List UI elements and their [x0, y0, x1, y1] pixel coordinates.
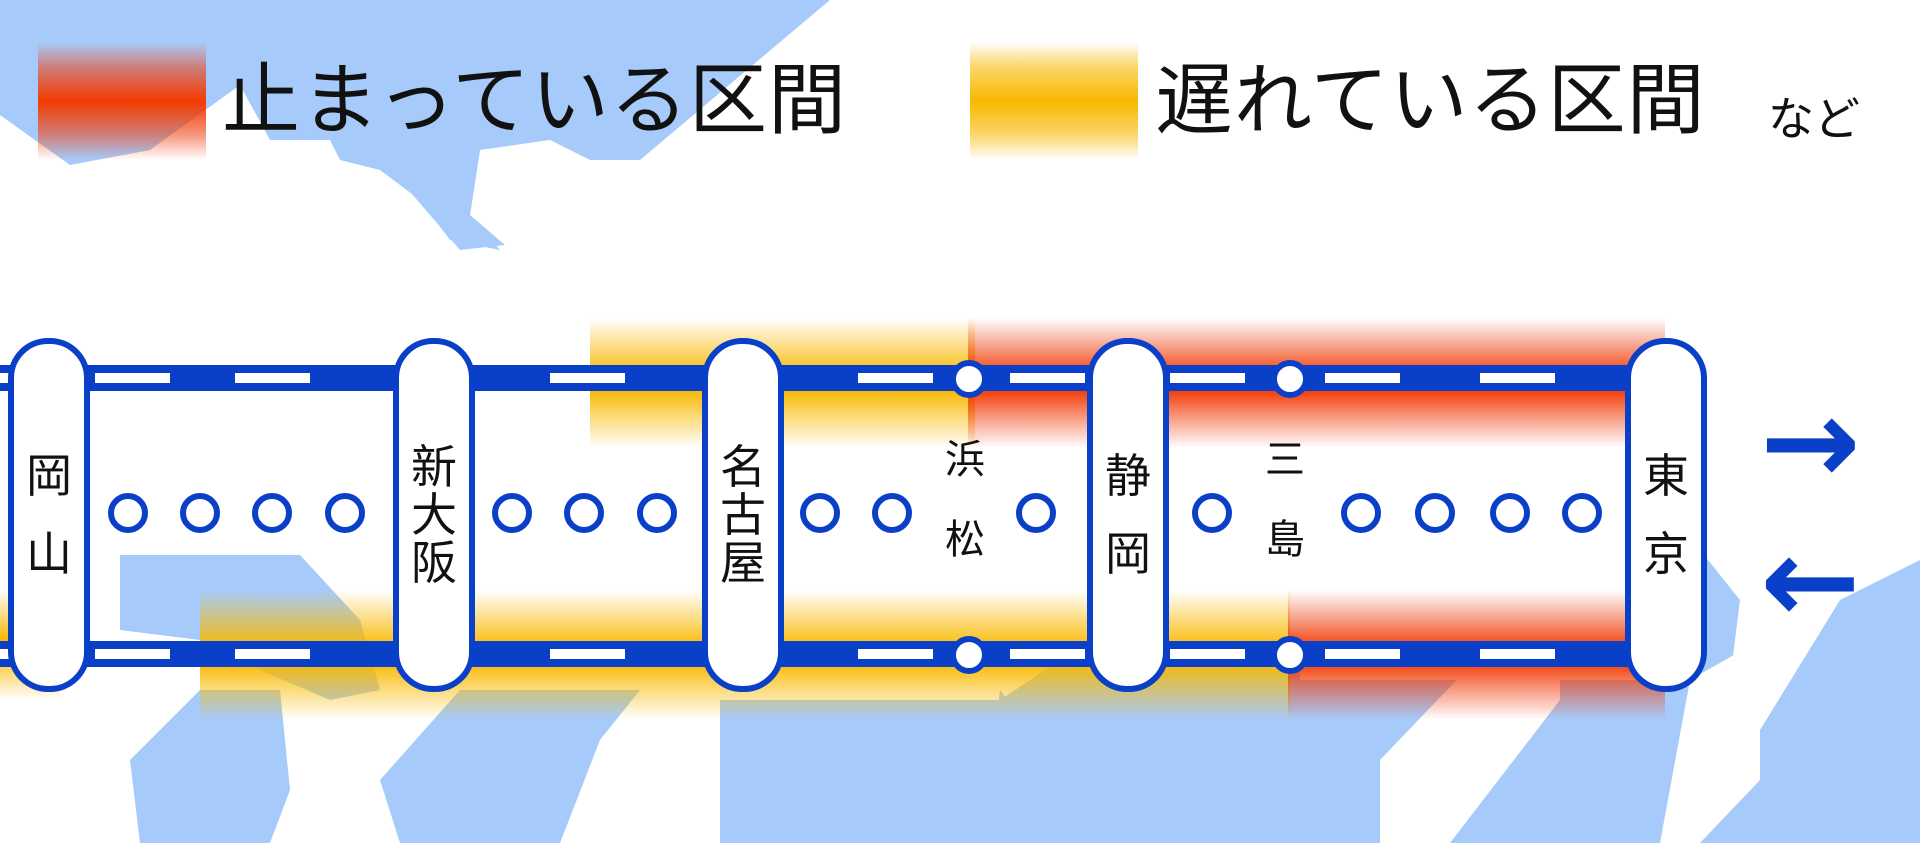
legend-stopped-label: 止まっている区間: [222, 56, 847, 146]
hamamatsu-node-bottom: [950, 636, 988, 674]
arrow-right-icon: →: [1760, 373, 1861, 512]
legend-delayed-swatch: [970, 42, 1138, 160]
intermediate-station-dot: [180, 493, 220, 533]
intermediate-station-dot: [1016, 493, 1056, 533]
station-mishima-label[interactable]: 三 島: [1265, 437, 1305, 563]
station-char: 名: [720, 439, 766, 494]
track-outbound: [0, 365, 1640, 391]
station-shin-osaka[interactable]: 新 大 阪: [393, 338, 475, 692]
station-char: 大: [411, 487, 457, 542]
legend-stopped-swatch: [38, 42, 206, 160]
intermediate-station-dot: [564, 493, 604, 533]
station-nagoya[interactable]: 名 古 屋: [702, 338, 784, 692]
station-char: 静: [1105, 448, 1151, 503]
intermediate-station-dot: [1341, 493, 1381, 533]
intermediate-station-dot: [252, 493, 292, 533]
intermediate-station-dot: [108, 493, 148, 533]
intermediate-station-dot: [1490, 493, 1530, 533]
arrow-left-icon: ←: [1760, 512, 1861, 651]
station-hamamatsu-label[interactable]: 浜 松: [945, 437, 985, 563]
station-okayama[interactable]: 岡 山: [8, 338, 90, 692]
intermediate-station-dot: [1562, 493, 1602, 533]
mishima-node-top: [1271, 360, 1309, 398]
station-char: 屋: [720, 536, 766, 591]
station-char: 京: [1643, 527, 1689, 581]
hamamatsu-node-top: [950, 360, 988, 398]
station-shizuoka[interactable]: 静 岡: [1087, 338, 1169, 692]
intermediate-station-dot: [1415, 493, 1455, 533]
intermediate-station-dot: [637, 493, 677, 533]
mishima-node-bottom: [1271, 636, 1309, 674]
station-char: 阪: [411, 536, 457, 591]
track-inbound: [0, 641, 1640, 667]
station-tokyo[interactable]: 東 京: [1625, 338, 1707, 692]
intermediate-station-dot: [800, 493, 840, 533]
station-char: 山: [26, 527, 72, 581]
station-char: 古: [720, 487, 766, 542]
intermediate-station-dot: [872, 493, 912, 533]
intermediate-station-dot: [492, 493, 532, 533]
station-char: 東: [1643, 448, 1689, 503]
legend-delayed-label: 遅れている区間: [1155, 56, 1706, 146]
station-char: 岡: [26, 448, 72, 503]
intermediate-station-dot: [325, 493, 365, 533]
station-char: 新: [411, 439, 457, 494]
station-char: 岡: [1105, 527, 1151, 581]
legend-etc-label: など: [1768, 92, 1860, 146]
intermediate-station-dot: [1192, 493, 1232, 533]
